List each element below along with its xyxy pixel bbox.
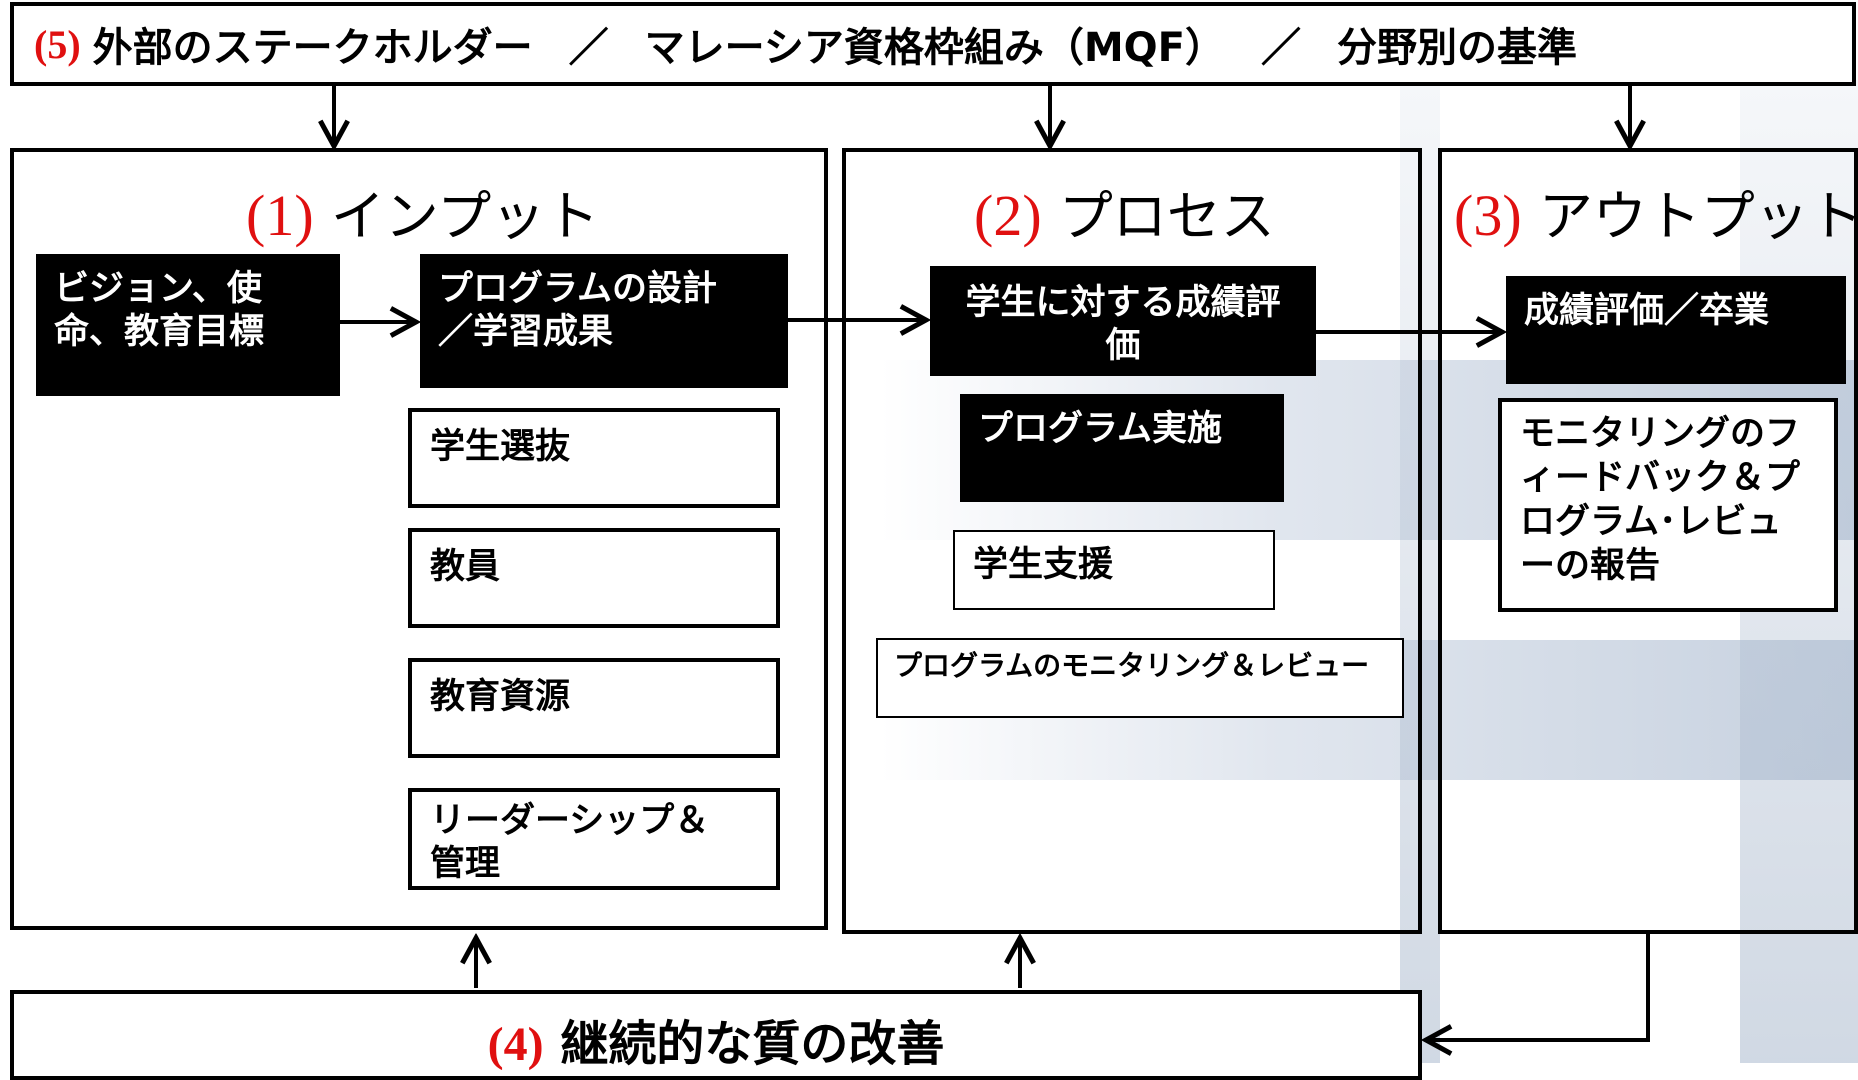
separator: ／ bbox=[1260, 25, 1301, 71]
stakeholders-banner: (5) 外部のステークホルダー ／ マレーシア資格枠組み（MQF） ／ 分野別の… bbox=[10, 2, 1856, 86]
student-assessment-box: 学生に対する成績評価 bbox=[930, 266, 1316, 376]
program-design-box: プログラムの設計／学習成果 bbox=[420, 254, 788, 388]
improvement-number: (4) bbox=[487, 1018, 544, 1071]
student-selection-box: 学生選抜 bbox=[408, 408, 780, 508]
output-title: (3) アウトプット bbox=[1454, 172, 1858, 251]
input-column: (1) インプット bbox=[10, 148, 828, 930]
faculty-box: 教員 bbox=[408, 528, 780, 628]
program-delivery-box: プログラム実施 bbox=[960, 394, 1284, 502]
vision-mission-box: ビジョン、使命、教育目標 bbox=[36, 254, 340, 396]
output-title-text: アウトプット bbox=[1538, 185, 1858, 248]
standards-label: 分野別の基準 bbox=[1336, 25, 1577, 71]
process-number: (2) bbox=[974, 183, 1042, 248]
output-number: (3) bbox=[1454, 183, 1522, 248]
student-support-box: 学生支援 bbox=[953, 530, 1275, 610]
stakeholders-number: (5) bbox=[34, 21, 81, 67]
output-column: (3) アウトプット bbox=[1438, 148, 1858, 934]
input-number: (1) bbox=[246, 183, 314, 248]
mqf-label: マレーシア資格枠組み（MQF） bbox=[644, 25, 1225, 71]
educational-resources-box: 教育資源 bbox=[408, 658, 780, 758]
input-title-text: インプット bbox=[330, 185, 600, 248]
graduation-box: 成績評価／卒業 bbox=[1506, 276, 1846, 384]
program-monitoring-box: プログラムのモニタリング＆レビュー bbox=[876, 638, 1404, 718]
leadership-box: リーダーシップ＆管理 bbox=[408, 788, 780, 890]
input-title: (1) インプット bbox=[246, 172, 599, 251]
separator: ／ bbox=[568, 25, 609, 71]
process-column: (2) プロセス bbox=[842, 148, 1422, 934]
quality-improvement-banner: (4) 継続的な質の改善 bbox=[10, 990, 1422, 1080]
stakeholders-label: 外部のステークホルダー bbox=[92, 25, 533, 71]
process-title-text: プロセス bbox=[1058, 185, 1275, 248]
feedback-report-box: モニタリングのフィードバック＆プログラム･レビューの報告 bbox=[1498, 398, 1838, 612]
process-title: (2) プロセス bbox=[974, 172, 1275, 251]
improvement-title: 継続的な質の改善 bbox=[560, 1016, 945, 1072]
